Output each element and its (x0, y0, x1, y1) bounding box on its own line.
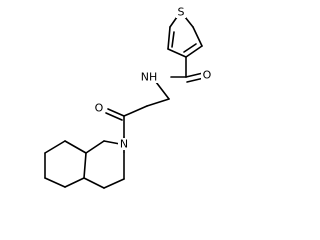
bond (83, 177, 105, 189)
bond (103, 178, 125, 189)
linker-chain (105, 56, 205, 138)
bond (123, 105, 148, 117)
bond (85, 140, 105, 154)
decahydroquinoline-ring (44, 136, 125, 189)
bond (146, 98, 170, 107)
sulfur-atom-label: S (178, 6, 185, 19)
bond (167, 48, 187, 58)
bond (44, 140, 66, 154)
ring-nitrogen-label: N (120, 138, 128, 151)
bond (185, 45, 203, 58)
bond (44, 177, 66, 188)
bond (105, 112, 123, 121)
bond (103, 140, 121, 145)
bond (83, 152, 87, 179)
bond (192, 26, 203, 47)
atom-labels: S O NH O N (93, 6, 213, 151)
bond (167, 26, 171, 50)
amide-nitrogen-label: NH (141, 71, 158, 84)
bond (64, 177, 85, 188)
chemical-structure-diagram: S O NH O N (44, 6, 213, 189)
thiophene-ring (167, 16, 203, 58)
ketone-oxygen-label: O (95, 102, 104, 115)
bond (107, 108, 125, 117)
bond (64, 140, 87, 154)
carbonyl-oxygen-label: O (203, 69, 212, 82)
bond (169, 16, 178, 28)
bond (155, 81, 170, 100)
bond (183, 43, 197, 53)
bond (171, 31, 175, 48)
bond (185, 72, 204, 78)
bond (184, 16, 194, 28)
